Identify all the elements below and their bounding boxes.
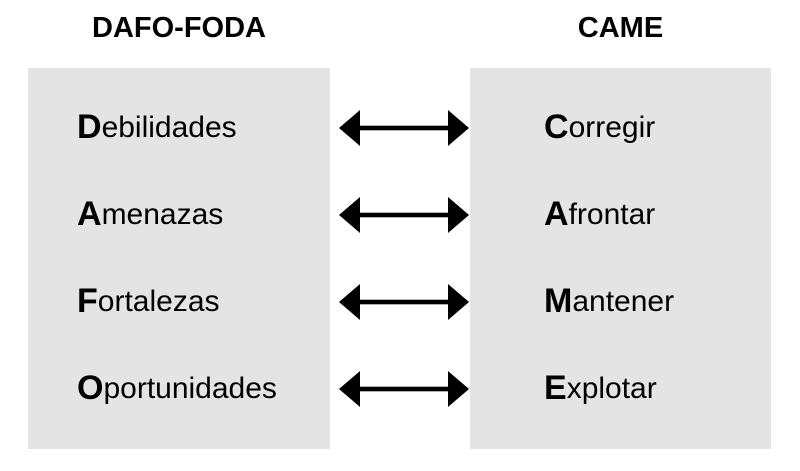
came-item-initial: A xyxy=(544,195,569,233)
dafo-item-initial: F xyxy=(77,282,98,320)
dafo-title: DAFO-FODA xyxy=(92,12,266,44)
came-item-rest: frontar xyxy=(568,197,656,231)
dafo-item-rest: menazas xyxy=(101,197,224,231)
dafo-item-initial: A xyxy=(77,195,102,233)
came-title: CAME xyxy=(577,12,664,44)
dafo-item-rest: ortalezas xyxy=(97,284,220,318)
came-item-initial: C xyxy=(544,108,569,146)
arrow-row-oportunidades-explotar xyxy=(330,345,470,432)
arrow-row-amenazas-afrontar xyxy=(330,171,470,258)
came-item-rest: orregir xyxy=(568,110,656,144)
dafo-item-rest: portunidades xyxy=(103,371,277,405)
dafo-item-rest: ebilidades xyxy=(101,110,237,144)
came-item-rest: xplotar xyxy=(566,371,657,405)
came-item-initial: M xyxy=(544,282,573,320)
double-arrow-icon xyxy=(338,109,469,146)
double-arrow-icon xyxy=(338,196,469,233)
mapping-arrows xyxy=(330,68,470,449)
came-item-rest: antener xyxy=(572,284,675,318)
dafo-item-initial: D xyxy=(77,108,102,146)
came-item-initial: E xyxy=(544,369,567,407)
double-arrow-icon xyxy=(338,283,469,320)
arrow-row-debilidades-corregir xyxy=(330,84,470,171)
double-arrow-icon xyxy=(338,370,469,407)
arrow-row-fortalezas-mantener xyxy=(330,258,470,345)
dafo-item-initial: O xyxy=(77,369,104,407)
